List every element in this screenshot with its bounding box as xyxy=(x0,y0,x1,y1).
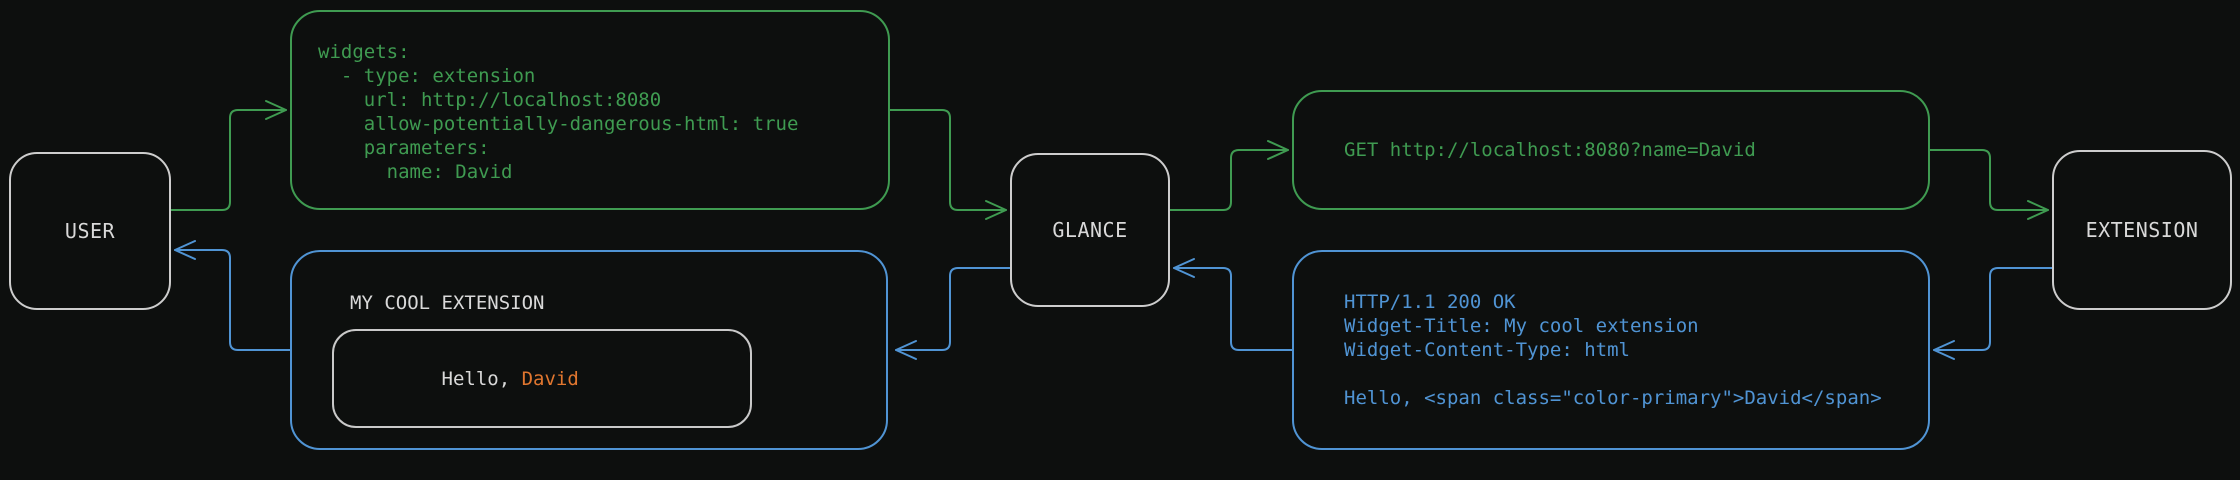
arrow-glance-to-widget xyxy=(895,267,1011,360)
http-request-box: GET http://localhost:8080?name=David xyxy=(1292,90,1930,210)
config-yaml-box: widgets: - type: extension url: http://l… xyxy=(290,10,890,210)
http-request-code: GET http://localhost:8080?name=David xyxy=(1344,139,1756,161)
widget-preview-box: MY COOL EXTENSION Hello, David xyxy=(290,250,888,450)
greeting-name-highlight: David xyxy=(521,367,579,390)
arrow-widget-to-user xyxy=(174,240,291,351)
extension-node-label: EXTENSION xyxy=(2085,218,2199,242)
arrow-config-to-glance xyxy=(889,109,1007,220)
widget-preview-frame: Hello, David xyxy=(332,329,752,428)
widget-preview-title: MY COOL EXTENSION xyxy=(350,292,545,314)
http-response-code: HTTP/1.1 200 OK Widget-Title: My cool ex… xyxy=(1344,291,1882,409)
greeting-prefix: Hello, xyxy=(441,367,522,390)
http-response-box: HTTP/1.1 200 OK Widget-Title: My cool ex… xyxy=(1292,250,1930,450)
user-node: USER xyxy=(9,152,171,310)
arrow-user-to-config xyxy=(170,100,287,211)
glance-node-label: GLANCE xyxy=(1052,218,1128,242)
arrow-extension-to-response xyxy=(1933,267,2053,360)
user-node-label: USER xyxy=(64,219,116,243)
widget-greeting: Hello, David xyxy=(350,346,579,412)
glance-node: GLANCE xyxy=(1010,153,1170,307)
arrow-response-to-glance xyxy=(1173,258,1293,351)
extension-node: EXTENSION xyxy=(2052,150,2232,310)
arrow-glance-to-request xyxy=(1169,140,1289,211)
arrow-request-to-extension xyxy=(1929,149,2049,220)
config-yaml-code: widgets: - type: extension url: http://l… xyxy=(318,41,799,183)
